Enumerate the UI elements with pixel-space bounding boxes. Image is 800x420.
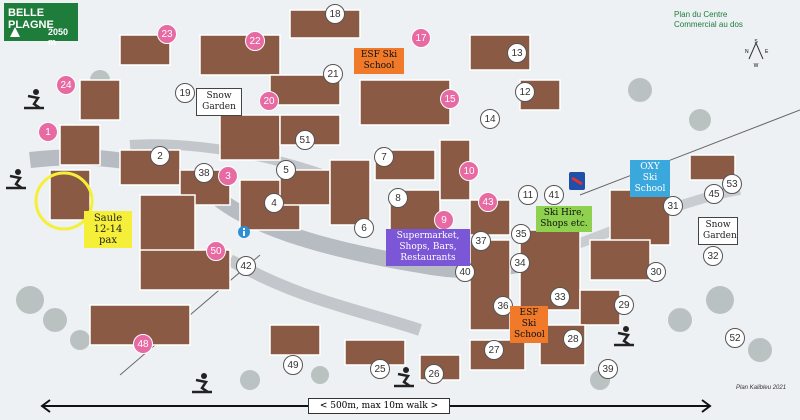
building-marker-38[interactable]: 38 xyxy=(194,163,214,183)
building-marker-1[interactable]: 1 xyxy=(38,122,58,142)
building-marker-43[interactable]: 43 xyxy=(478,192,498,212)
building-marker-37[interactable]: 37 xyxy=(471,231,491,251)
building-marker-25[interactable]: 25 xyxy=(370,359,390,379)
skier-icon xyxy=(614,326,634,347)
bus-icon xyxy=(569,172,585,190)
building-marker-17[interactable]: 17 xyxy=(411,28,431,48)
mountain-logo-icon xyxy=(10,27,20,37)
building-marker-7[interactable]: 7 xyxy=(374,147,394,167)
building-marker-24[interactable]: 24 xyxy=(56,75,76,95)
snow-garden-right[interactable]: Snow Garden xyxy=(698,217,738,245)
building-marker-5[interactable]: 5 xyxy=(276,160,296,180)
building-marker-23[interactable]: 23 xyxy=(157,24,177,44)
svg-text:W: W xyxy=(754,63,759,69)
building-marker-34[interactable]: 34 xyxy=(510,253,530,273)
info-icon xyxy=(238,226,250,238)
building-marker-22[interactable]: 22 xyxy=(245,31,265,51)
building-marker-50[interactable]: 50 xyxy=(206,241,226,261)
building-marker-45[interactable]: 45 xyxy=(704,184,724,204)
building-marker-21[interactable]: 21 xyxy=(323,64,343,84)
skier-icon xyxy=(394,367,414,388)
building-marker-8[interactable]: 8 xyxy=(388,188,408,208)
building-marker-15[interactable]: 15 xyxy=(440,89,460,109)
map-credit: Plan Kalibleu 2021 xyxy=(736,385,787,391)
building-marker-29[interactable]: 29 xyxy=(614,295,634,315)
building-marker-11[interactable]: 11 xyxy=(518,185,538,205)
building-marker-53[interactable]: 53 xyxy=(722,174,742,194)
svg-text:N: N xyxy=(745,49,749,55)
building-marker-51[interactable]: 51 xyxy=(295,130,315,150)
building-marker-6[interactable]: 6 xyxy=(354,218,374,238)
building-marker-14[interactable]: 14 xyxy=(480,109,500,129)
building-marker-40[interactable]: 40 xyxy=(455,262,475,282)
snow-garden-left[interactable]: Snow Garden xyxy=(196,88,242,116)
building-marker-12[interactable]: 12 xyxy=(515,82,535,102)
building-marker-26[interactable]: 26 xyxy=(424,364,444,384)
building-marker-33[interactable]: 33 xyxy=(550,287,570,307)
plan-note: Plan du Centre Commercial au dos xyxy=(674,10,743,29)
skier-icon xyxy=(6,169,26,190)
resort-altitude: 2050 m xyxy=(48,27,69,47)
building-marker-48[interactable]: 48 xyxy=(133,334,153,354)
building-marker-49[interactable]: 49 xyxy=(283,355,303,375)
skier-icon xyxy=(192,373,212,394)
svg-text:S: S xyxy=(754,39,758,45)
building-marker-19[interactable]: 19 xyxy=(175,83,195,103)
building-marker-32[interactable]: 32 xyxy=(703,246,723,266)
saule-highlight-label[interactable]: Saule 12-14 pax xyxy=(84,211,132,248)
building-marker-3[interactable]: 3 xyxy=(218,166,238,186)
building-marker-13[interactable]: 13 xyxy=(507,43,527,63)
building-marker-28[interactable]: 28 xyxy=(563,329,583,349)
building-marker-10[interactable]: 10 xyxy=(459,161,479,181)
building-marker-4[interactable]: 4 xyxy=(264,193,284,213)
resort-title: BELLE PLAGNE 2050 m xyxy=(4,3,78,47)
esf-ski-school-bottom[interactable]: ESF Ski School xyxy=(510,306,548,343)
svg-text:E: E xyxy=(765,49,769,55)
ski-hire-shops[interactable]: Ski Hire, Shops etc. xyxy=(536,206,592,232)
building-marker-30[interactable]: 30 xyxy=(646,262,666,282)
resort-name: BELLE PLAGNE xyxy=(8,7,54,31)
oxy-ski-school[interactable]: OXY Ski School xyxy=(630,160,670,197)
building-marker-41[interactable]: 41 xyxy=(544,185,564,205)
building-marker-2[interactable]: 2 xyxy=(150,146,170,166)
building-marker-35[interactable]: 35 xyxy=(511,224,531,244)
building-marker-20[interactable]: 20 xyxy=(259,91,279,111)
supermarket-shops[interactable]: Supermarket, Shops, Bars, Restaurants xyxy=(386,229,470,266)
compass-icon: S N E W xyxy=(745,39,769,69)
esf-ski-school-top[interactable]: ESF Ski School xyxy=(354,48,404,74)
building-marker-39[interactable]: 39 xyxy=(598,359,618,379)
building-marker-42[interactable]: 42 xyxy=(236,256,256,276)
building-marker-9[interactable]: 9 xyxy=(434,210,454,230)
building-marker-27[interactable]: 27 xyxy=(484,340,504,360)
scale-label: < 500m, max 10m walk > xyxy=(308,398,450,414)
building-marker-52[interactable]: 52 xyxy=(725,328,745,348)
building-marker-31[interactable]: 31 xyxy=(663,196,683,216)
building-marker-18[interactable]: 18 xyxy=(325,4,345,24)
skier-icon xyxy=(24,89,44,110)
